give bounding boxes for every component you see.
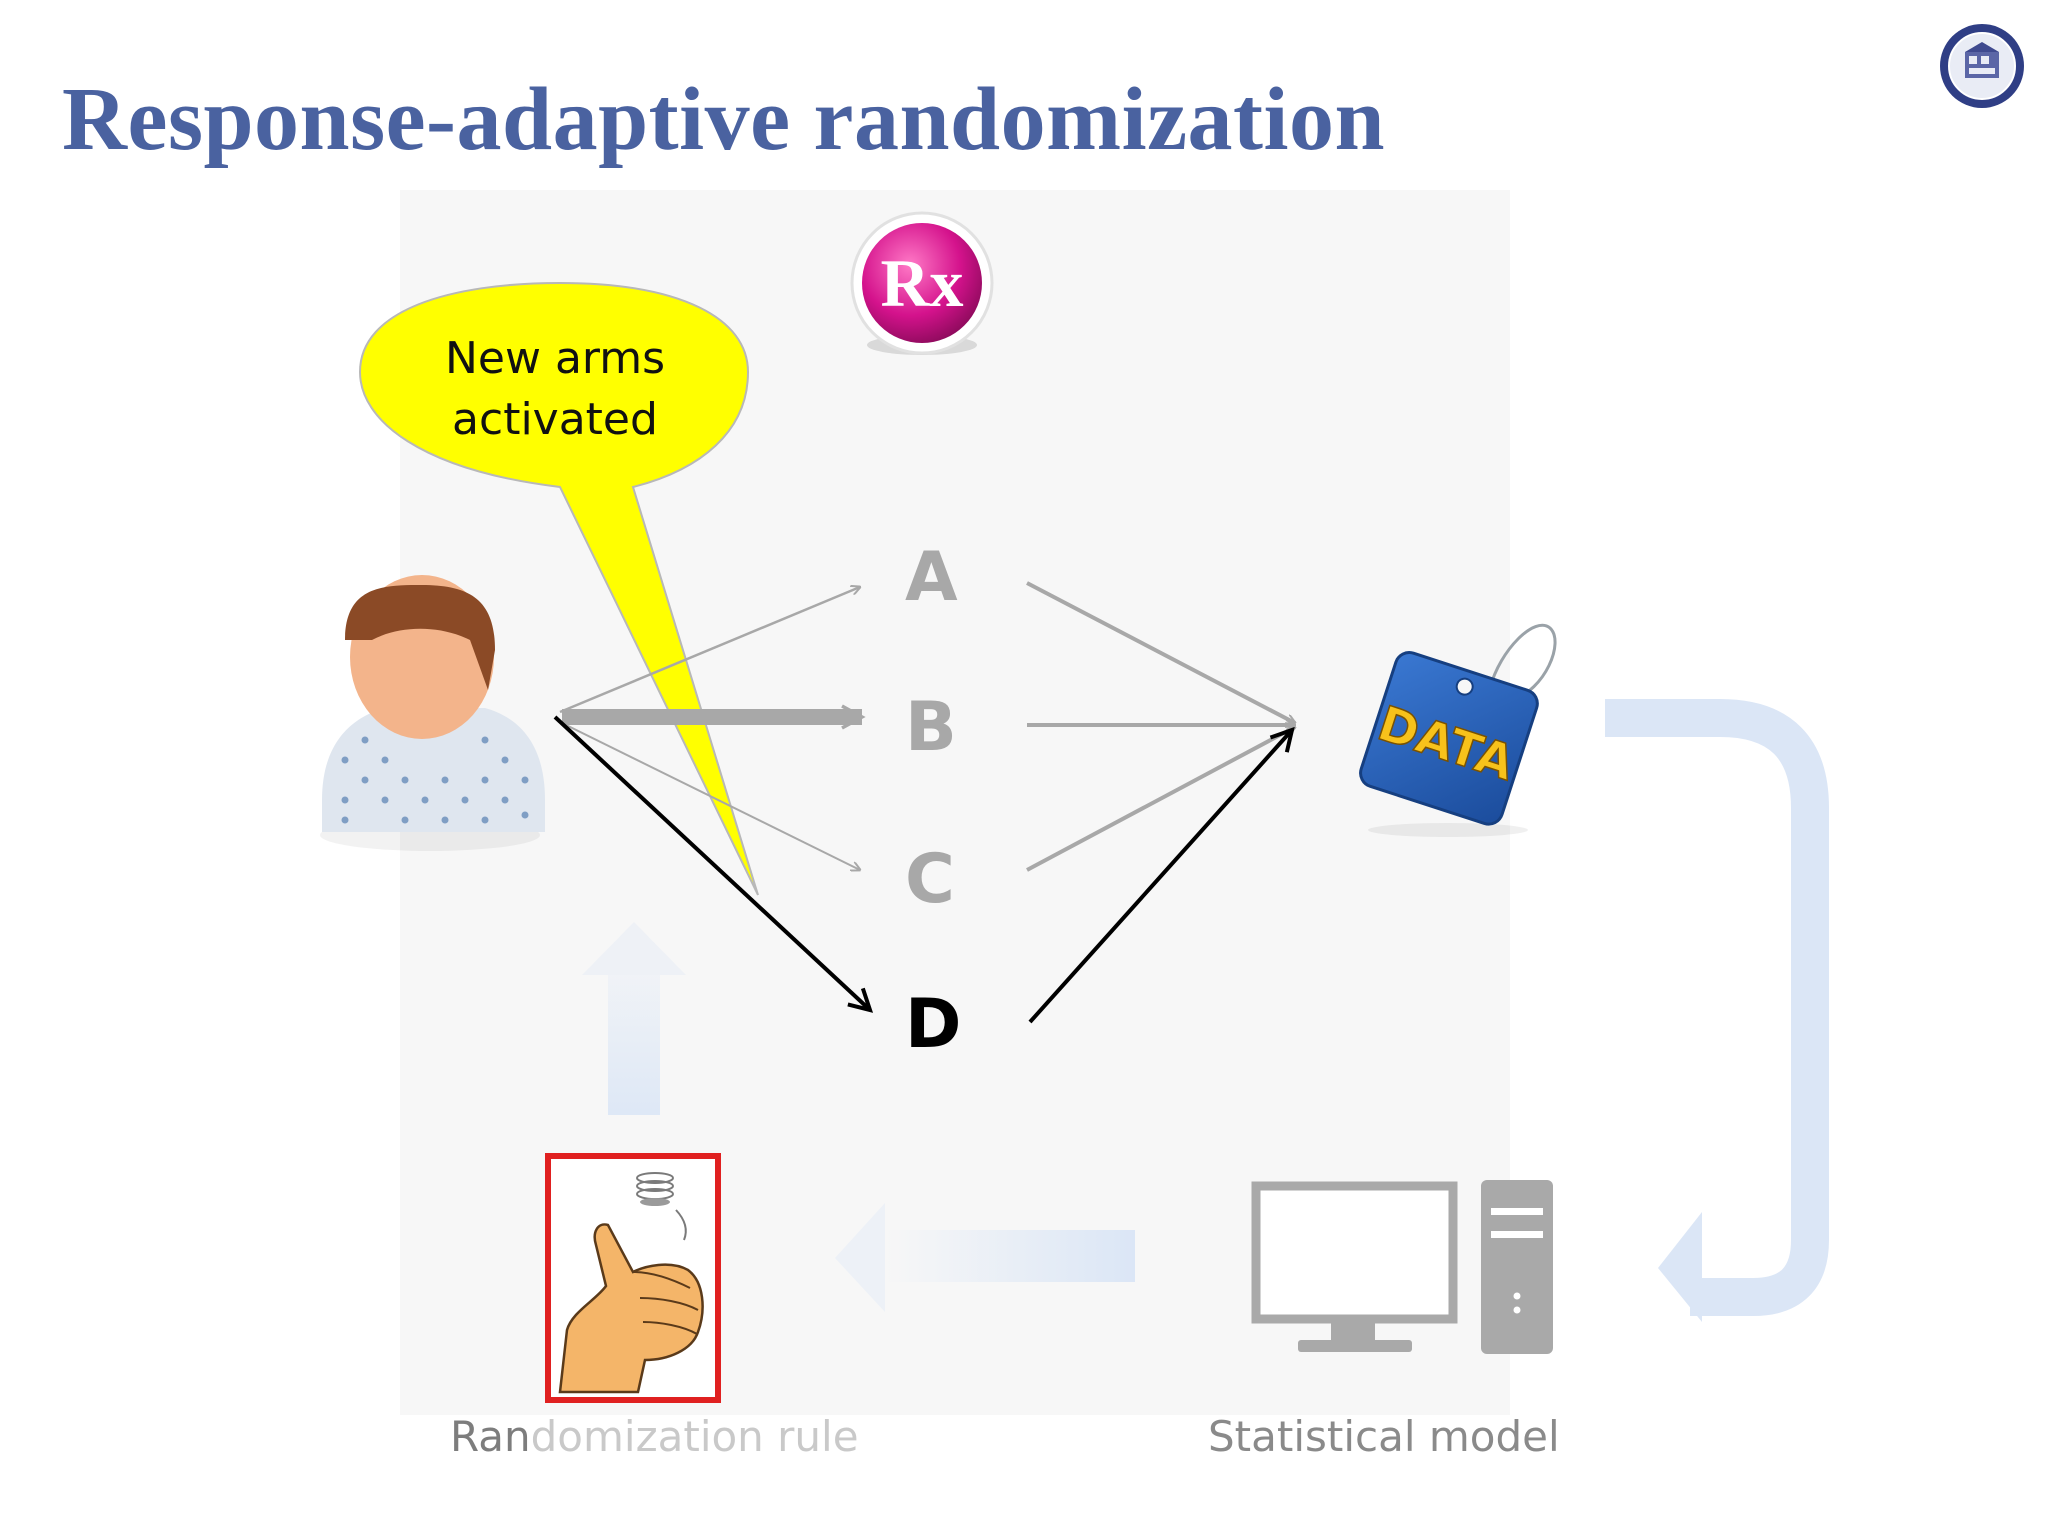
statistical-model-caption: Statistical model [1208, 1412, 1560, 1461]
randomization-rule-caption: Randomization rule [450, 1412, 859, 1461]
arrow-d-to-data [1028, 730, 1292, 1024]
rx-prescription-icon: Rx [850, 211, 994, 355]
rx-text: Rx [880, 245, 963, 321]
coin-flip-thumb-icon [558, 1172, 704, 1394]
callout-line-1: New arms [444, 333, 666, 384]
arm-label-a: A [905, 538, 958, 617]
randomization-rule-caption-faint: domization rule [530, 1412, 859, 1461]
data-tag-icon: DATA [1359, 623, 1557, 837]
callout-text: New arms activated [400, 328, 710, 450]
university-seal-logo [1940, 24, 2024, 108]
flow-arrow-model-to-rule [885, 1230, 1135, 1282]
arrow-c-to-data [1026, 725, 1295, 872]
patient-icon [320, 575, 545, 851]
flow-arrow-model-to-rule-head [835, 1203, 885, 1312]
flow-arrow-rule-to-patient [608, 975, 660, 1115]
callout-line-2: activated [452, 394, 658, 445]
arm-label-b: B [905, 688, 957, 767]
flow-arrow-data-to-model [1605, 699, 1829, 1316]
flow-arrow-rule-to-patient-head [582, 922, 686, 975]
computer-icon [1251, 1180, 1553, 1354]
callout-bubble [358, 281, 759, 896]
flow-arrow-data-to-model-head [1658, 1212, 1702, 1322]
randomization-rule-caption-dark: Ran [450, 1412, 531, 1461]
arrow-a-to-data [1026, 581, 1295, 725]
arrow-patient-to-a [559, 587, 860, 714]
arrow-patient-to-c [559, 721, 860, 870]
arm-label-d: D [905, 985, 962, 1064]
arrow-patient-to-d [553, 715, 870, 1010]
slide-title: Response-adaptive randomization [62, 70, 1386, 169]
arm-label-c: C [905, 840, 955, 919]
